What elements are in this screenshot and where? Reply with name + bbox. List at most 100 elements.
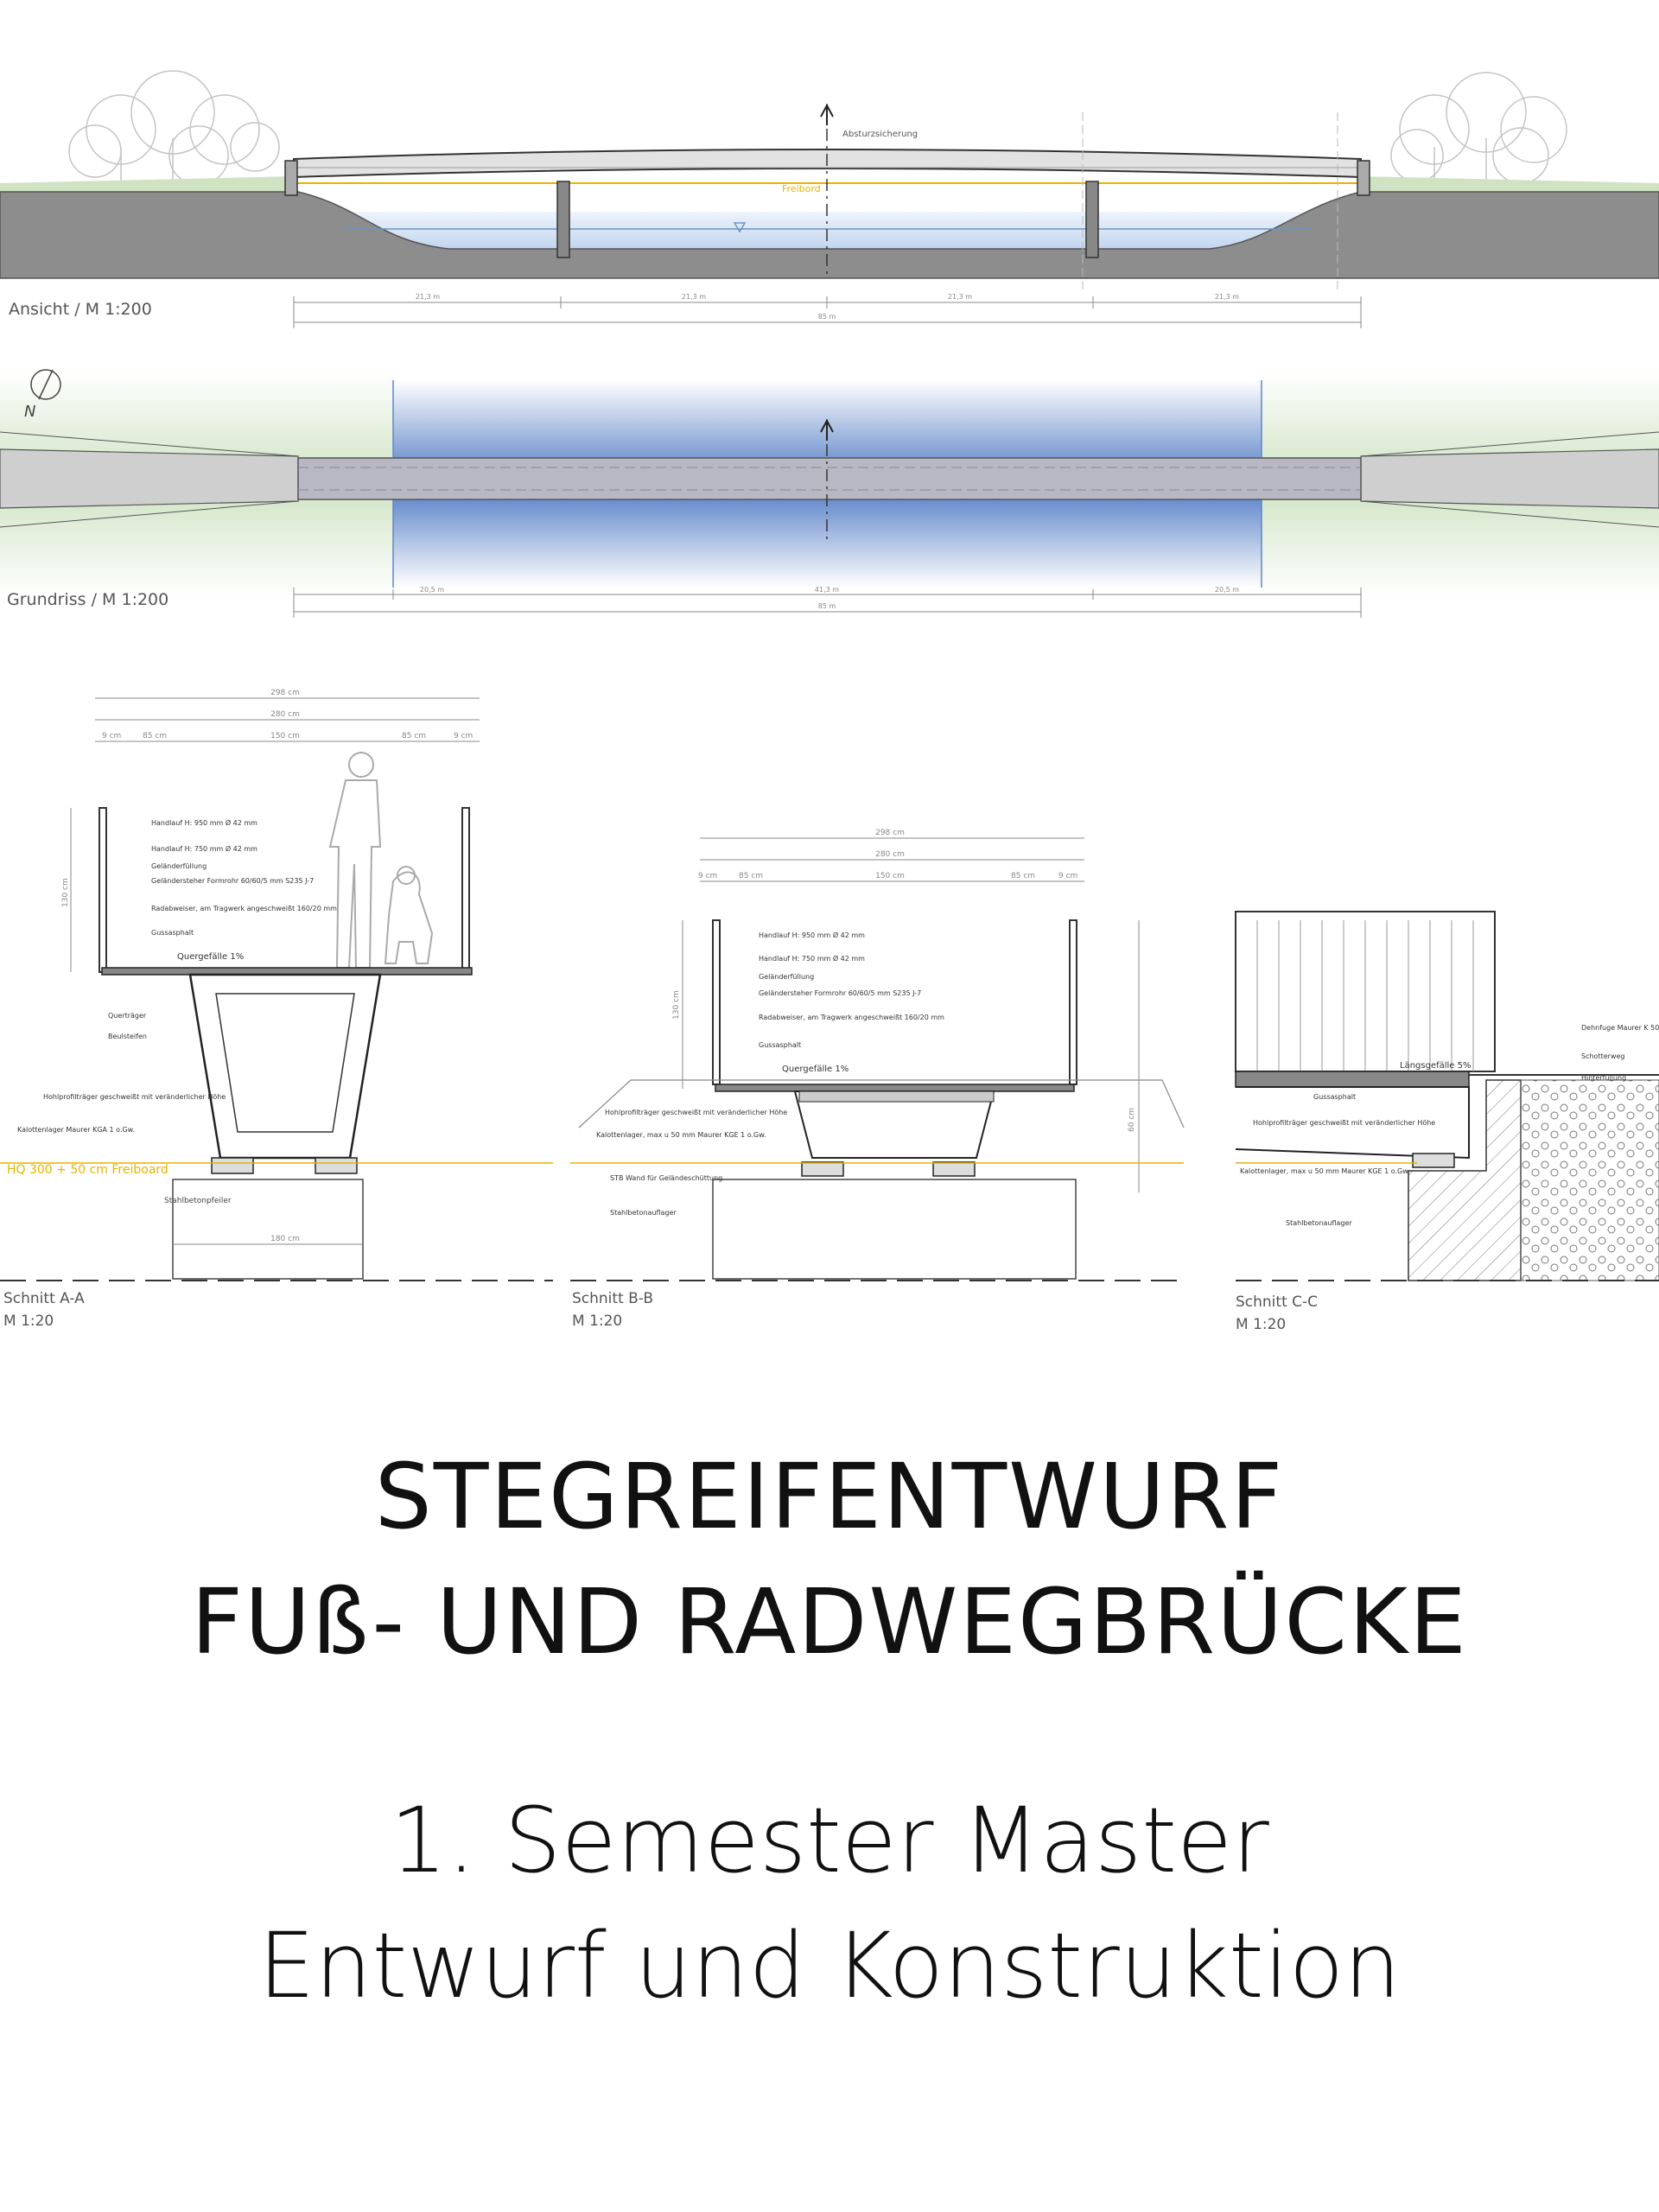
section-arrow-plan-icon (820, 418, 834, 441)
a-label-3: Hohlprofilträger geschweißt mit veränder… (43, 1093, 226, 1101)
plan-dim-1: 20,5 m (420, 586, 444, 594)
bank-grass-left (0, 176, 294, 192)
a-box-girder (188, 973, 382, 1160)
b-dim-part-2: 85 cm (739, 872, 763, 880)
b-label-3: STB Wand für Geländeschüttung (610, 1174, 722, 1182)
plan-dimensions (293, 588, 1362, 618)
b-label-1: Hohlprofilträger geschweißt mit veränder… (605, 1109, 787, 1116)
north-label: N (24, 403, 35, 421)
b-note-3: Geländerfüllung (759, 973, 814, 981)
course-line-2: Entwurf und Konstruktion (257, 1913, 1402, 2018)
a-dim-part-4: 85 cm (402, 732, 426, 741)
section-arrow-icon (820, 103, 834, 125)
b-embankment (578, 1079, 1185, 1128)
a-caption: Schnitt A-A (3, 1290, 85, 1307)
a-scale: M 1:20 (3, 1313, 54, 1330)
b-label-2: Kalottenlager, max u 50 mm Maurer KGE 1 … (596, 1131, 766, 1139)
water-level-marker-icon (733, 222, 747, 233)
c-label-1: Dehnfuge Maurer K 50 o.Gw. (1581, 1024, 1659, 1032)
b-dim-part-3: 150 cm (875, 872, 905, 880)
caption-plan: Grundriss / M 1:200 (7, 590, 168, 609)
b-note-2: Handlauf H: 750 mm Ø 42 mm (759, 954, 865, 963)
plan-dim-2: 41,3 m (815, 586, 839, 594)
a-note-2: Handlauf H: 750 mm Ø 42 mm (151, 844, 257, 853)
b-dim-part-5: 9 cm (1058, 872, 1077, 880)
c-slope: Längsgefälle 5% (1400, 1061, 1471, 1071)
a-dim-part-5: 9 cm (454, 732, 473, 741)
section-a-a: 298 cm 280 cm 9 cm 85 cm 150 cm 85 cm 9 … (0, 689, 553, 1330)
b-dim-depth: 60 cm (1128, 1108, 1136, 1132)
section-c-c: Längsgefälle 5% Dehnfuge Maurer K 50 o.G… (1235, 911, 1659, 1333)
a-dim-height: 130 cm (61, 878, 70, 907)
a-dim-top: 298 cm (270, 689, 300, 697)
c-label-5: Hohlprofilträger geschweißt mit veränder… (1253, 1119, 1435, 1127)
a-note-1: Handlauf H: 950 mm Ø 42 mm (151, 818, 257, 827)
a-label-4: Kalottenlager Maurer KGA 1 o.Gw. (17, 1126, 135, 1134)
tree-sketch-right (1390, 72, 1567, 190)
north-arrow-icon (30, 369, 61, 400)
elevation-dimensions (293, 296, 1362, 328)
a-dim-part-3: 150 cm (270, 732, 300, 741)
b-scale: M 1:20 (572, 1313, 622, 1330)
c-label-3: Hinterfüllung (1581, 1074, 1626, 1082)
c-girder (1235, 1086, 1470, 1160)
b-note-1: Handlauf H: 950 mm Ø 42 mm (759, 931, 865, 939)
c-label-6: Kalottenlager, max u 50 mm Maurer KGE 1 … (1240, 1167, 1410, 1175)
abutment-right (1357, 160, 1370, 196)
label-freibord: Freibord (782, 183, 821, 194)
a-pier-label: Stahlbetonpfeiler (164, 1197, 232, 1205)
a-pier (172, 1179, 364, 1280)
title-block: STEGREIFENTWURF FUß- UND RADWEGBRÜCKE 1.… (0, 1434, 1659, 2029)
c-deck (1235, 1071, 1470, 1088)
a-label-1: Querträger (108, 1012, 147, 1020)
c-scale: M 1:20 (1236, 1316, 1286, 1333)
plan-dim-3: 20,5 m (1215, 586, 1239, 594)
b-deck-plate (715, 1084, 1075, 1092)
b-note-5: Radabweiser, am Tragwerk angeschweißt 16… (759, 1014, 944, 1021)
dim-span-4: 21,3 m (1215, 293, 1239, 301)
bank-grass-right (1361, 176, 1659, 192)
a-dim-part-1: 9 cm (102, 732, 121, 741)
b-dim-part-1: 9 cm (698, 872, 717, 880)
project-title-line-2: FUß- UND RADWEGBRÜCKE (191, 1569, 1468, 1675)
a-note-3: Geländerfüllung (151, 862, 207, 870)
b-caption: Schnitt B-B (572, 1290, 653, 1307)
c-gravel-backfill (1520, 1079, 1659, 1281)
b-label-4: Stahlbetonauflager (610, 1209, 677, 1217)
c-abutment (1408, 1079, 1522, 1281)
plan-wing-left (0, 448, 299, 509)
a-slope: Quergefälle 1% (177, 952, 244, 962)
section-b-b: 298 cm 280 cm 9 cm 85 cm 150 cm 85 cm 9 … (570, 829, 1185, 1330)
dim-span-2: 21,3 m (682, 293, 706, 301)
dim-total-elevation: 85 m (818, 313, 836, 321)
a-note-4: Geländersteher Formrohr 60/60/5 mm S235 … (151, 877, 314, 885)
a-dim-mid: 280 cm (270, 710, 300, 719)
b-abutment (712, 1179, 1077, 1280)
c-label-2: Schotterweg (1581, 1052, 1624, 1060)
b-slope: Quergefälle 1% (782, 1065, 849, 1074)
a-label-2: Beulsteifen (108, 1033, 147, 1040)
b-dim-mid: 280 cm (875, 850, 905, 859)
person-dog-silhouette-icon (328, 752, 434, 969)
dim-span-1: 21,3 m (416, 293, 440, 301)
plan-dim-total: 85 m (818, 602, 836, 610)
b-dim-top: 298 cm (875, 829, 905, 837)
a-dim-part-2: 85 cm (143, 732, 167, 741)
label-absturz: Absturzsicherung (842, 130, 918, 139)
dim-span-3: 21,3 m (948, 293, 972, 301)
pier-right (1085, 181, 1099, 258)
b-dim-part-4: 85 cm (1011, 872, 1035, 880)
b-dim-height: 130 cm (672, 990, 681, 1020)
a-hq-label: HQ 300 + 50 cm Freiboard (7, 1163, 168, 1177)
tree-sketch-left (68, 70, 280, 190)
elevation-view: Absturzsicherung Freibord 21,3 m 21,3 m … (0, 70, 1659, 328)
a-dim-pier: 180 cm (270, 1235, 300, 1243)
plan-wing-right (1360, 448, 1659, 509)
bridge-drawings: Absturzsicherung Freibord 21,3 m 21,3 m … (0, 70, 1659, 1333)
pier-left (556, 181, 570, 258)
b-note-6: Gussasphalt (759, 1041, 801, 1049)
ground-profile (0, 191, 1659, 279)
plan-deck (297, 457, 1362, 500)
caption-elevation: Ansicht / M 1:200 (9, 300, 152, 319)
c-label-4: Gussasphalt (1313, 1093, 1356, 1101)
